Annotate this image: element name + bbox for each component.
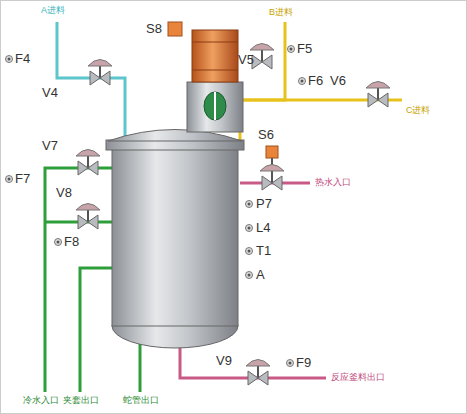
valve-tag: V5: [238, 53, 254, 67]
instrument-tag: F9: [296, 356, 311, 370]
indicator-tag: S8: [146, 22, 162, 36]
outlet-label: 冷水入口: [22, 396, 60, 406]
instrument-tag: L4: [256, 221, 270, 235]
valve-tag: V8: [56, 186, 72, 200]
feed-label: B进料: [268, 8, 294, 18]
inlet-label: 热水入口: [314, 178, 352, 188]
outlet-label: 蛇管出口: [122, 396, 160, 406]
outlet-label: 反应釜料出口: [330, 373, 386, 383]
feed-label: C进料: [405, 106, 432, 116]
instrument-tag: F8: [64, 235, 79, 249]
valve-tag: V9: [216, 354, 232, 368]
valve-tag: V6: [330, 74, 346, 88]
instrument-tag: T1: [256, 244, 271, 258]
instrument-tag: F4: [15, 52, 30, 66]
valve-tag: V4: [42, 86, 58, 100]
indicator-tag: S6: [258, 128, 274, 142]
instrument-tag: F5: [297, 42, 312, 56]
instrument-tag: P7: [256, 197, 272, 211]
instrument-tag: F7: [15, 172, 30, 186]
valve-tag: V7: [42, 139, 58, 153]
instrument-tag: A: [256, 268, 265, 282]
instrument-tag: F6: [308, 74, 323, 88]
feed-label: A进料: [40, 6, 66, 16]
outlet-label: 夹套出口: [62, 396, 100, 406]
